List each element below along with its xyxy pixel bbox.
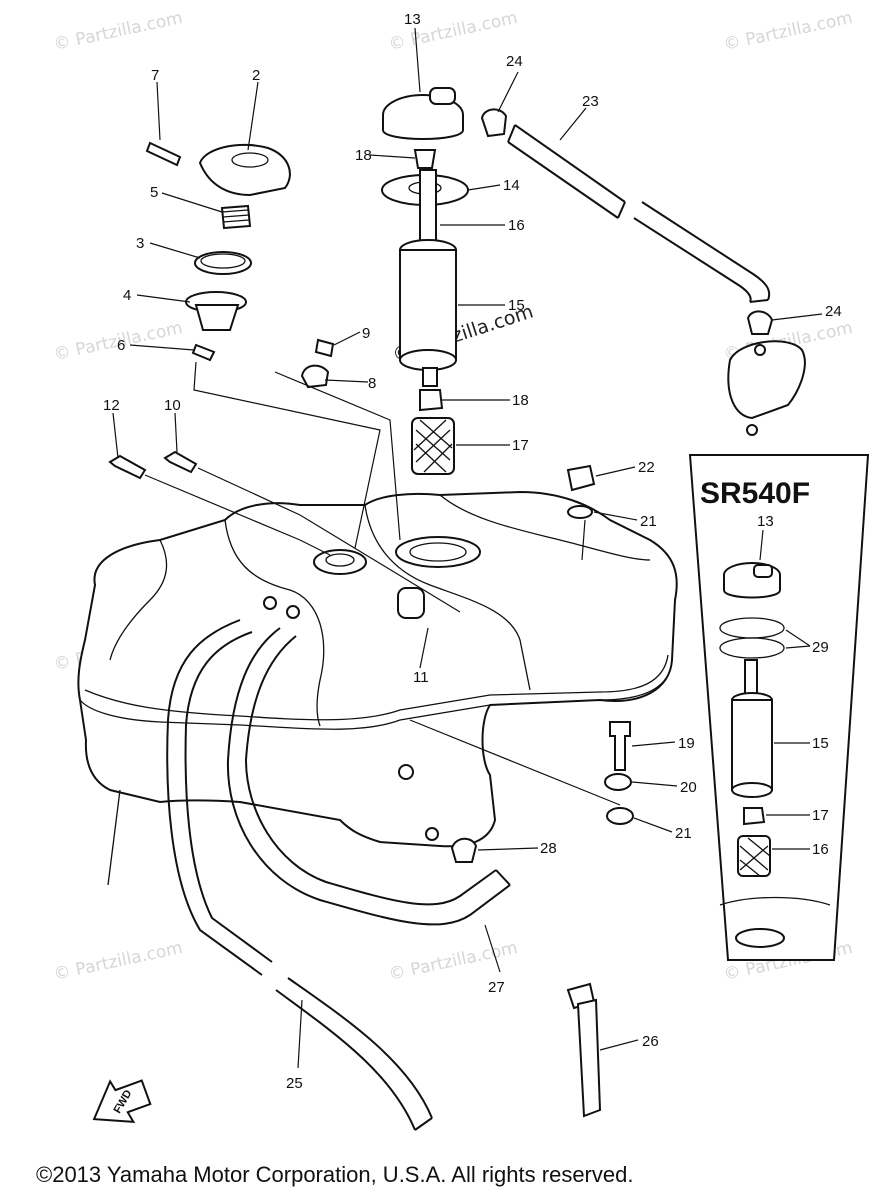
callout-26: 26 xyxy=(642,1033,659,1050)
rod-16 xyxy=(419,169,437,251)
inset-callout-17: 17 xyxy=(812,807,829,824)
callout-28: 28 xyxy=(540,840,557,857)
inset-callout-15: 15 xyxy=(812,735,829,752)
callout-24-lower: 24 xyxy=(825,303,842,320)
callout-7: 7 xyxy=(151,67,159,84)
inset-panel: SR540F 13 29 15 17 16 xyxy=(688,454,870,961)
clamp-24 xyxy=(480,108,508,138)
clamp-24-lower xyxy=(746,310,774,335)
callout-13: 13 xyxy=(404,11,421,28)
callout-19: 19 xyxy=(678,735,695,752)
callout-20: 20 xyxy=(680,779,697,796)
callout-12: 12 xyxy=(103,397,120,414)
callout-11: 11 xyxy=(413,669,429,686)
callout-25: 25 xyxy=(286,1075,303,1092)
watermark: © Partzilla.com xyxy=(722,8,854,55)
mount-parts xyxy=(450,464,634,863)
leader-lines xyxy=(112,27,823,1069)
inset-frame xyxy=(688,454,870,961)
callout-6: 6 xyxy=(117,337,125,354)
callout-4: 4 xyxy=(123,287,131,304)
bolts xyxy=(108,450,198,480)
inset-title: SR540F xyxy=(700,477,810,510)
hose-25 xyxy=(166,619,433,1131)
callout-3: 3 xyxy=(136,235,144,252)
callout-14: 14 xyxy=(503,177,520,194)
callout-18-lower: 18 xyxy=(512,392,529,409)
callout-5: 5 xyxy=(150,184,158,201)
clip-8 xyxy=(300,364,330,389)
inset-float-15 xyxy=(731,699,773,791)
screw-6 xyxy=(191,343,216,362)
fuel-tank xyxy=(77,490,678,886)
callout-9: 9 xyxy=(362,325,370,342)
callout-21: 21 xyxy=(640,513,657,530)
callout-27: 27 xyxy=(488,979,505,996)
callout-21-lower: 21 xyxy=(675,825,692,842)
forward-arrow: FWD xyxy=(92,1079,152,1124)
nut-22 xyxy=(566,464,596,492)
callout-22: 22 xyxy=(638,459,655,476)
callout-8: 8 xyxy=(368,375,376,392)
fuel-gauge-assembly xyxy=(381,87,469,475)
watermark: © Partzilla.com xyxy=(387,938,519,985)
filler-neck xyxy=(395,536,481,568)
inset-callout-16: 16 xyxy=(812,841,829,858)
callout-10: 10 xyxy=(164,397,181,414)
washer-21 xyxy=(567,505,593,519)
callout-18: 18 xyxy=(355,147,372,164)
bolt-12 xyxy=(108,454,147,480)
cap-cover-2 xyxy=(198,143,291,197)
washer-20 xyxy=(604,773,632,791)
vent-nipple xyxy=(397,587,425,619)
gasket-3 xyxy=(194,251,252,275)
clamp-18-lower xyxy=(419,389,444,412)
callout-2: 2 xyxy=(252,67,260,84)
fuel-gauge-mount xyxy=(313,549,367,575)
callout-23: 23 xyxy=(582,93,599,110)
inset-clamp-17 xyxy=(743,807,766,826)
clip-28 xyxy=(450,837,478,863)
callout-24: 24 xyxy=(506,53,523,70)
clamp-18 xyxy=(413,149,437,169)
pin-7 xyxy=(145,141,182,167)
callout-17: 17 xyxy=(512,437,529,454)
inset-filler xyxy=(735,928,785,948)
washer-21-lower xyxy=(606,807,634,825)
callout-numbers: 2 3 4 5 6 7 8 9 10 11 12 13 14 16 15 18 … xyxy=(103,11,842,1092)
copyright-notice: ©2013 Yamaha Motor Corporation, U.S.A. A… xyxy=(36,1162,634,1187)
screw-9 xyxy=(314,338,335,358)
bolt-10 xyxy=(163,450,198,474)
inset-strainer-16 xyxy=(737,835,771,877)
watermark: © Partzilla.com xyxy=(52,8,184,55)
gauge-26 xyxy=(566,982,602,1118)
vent-plate xyxy=(727,340,806,420)
inset-callout-29: 29 xyxy=(812,639,829,656)
float-15 xyxy=(399,249,457,361)
inset-callout-13: 13 xyxy=(757,513,774,530)
cap-parts xyxy=(145,141,335,389)
bolt-19 xyxy=(609,721,631,771)
hose-27 xyxy=(226,627,511,926)
callout-15: 15 xyxy=(508,297,525,314)
watermark: © Partzilla.com xyxy=(52,938,184,985)
vent-hose-23 xyxy=(480,108,806,436)
callout-16: 16 xyxy=(508,217,525,234)
